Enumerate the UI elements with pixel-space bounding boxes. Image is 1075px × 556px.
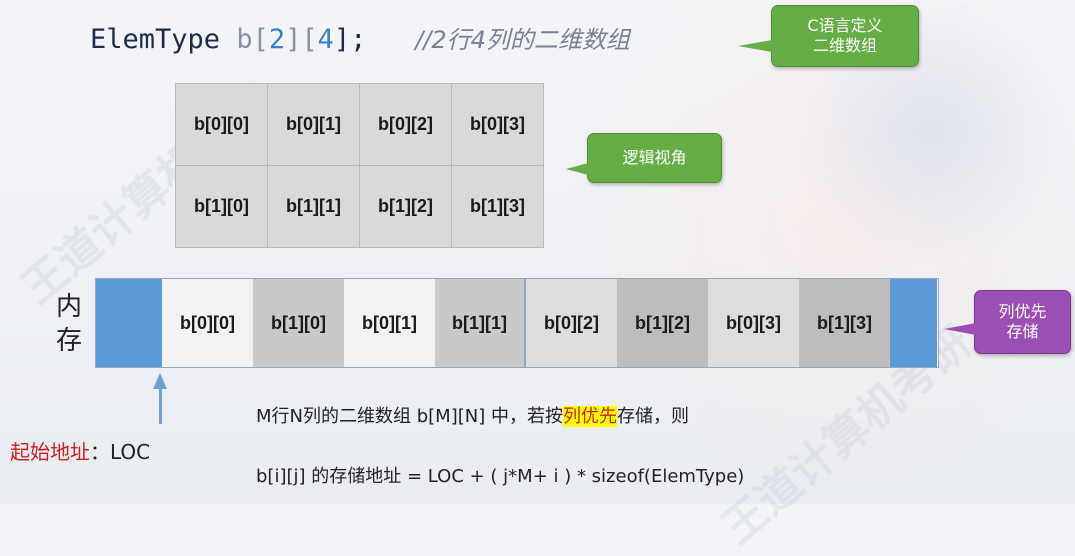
memory-cell: b[0][2] — [526, 279, 617, 367]
grid-cell: b[1][3] — [451, 165, 544, 248]
grid-cell: b[0][2] — [359, 83, 452, 166]
memory-cell: b[0][0] — [162, 279, 253, 367]
memory-label: 内 存 — [56, 292, 83, 356]
memory-cell: b[0][1] — [344, 279, 435, 367]
memory-cell: b[1][0] — [253, 279, 344, 367]
callout-pointer — [738, 40, 772, 52]
memory-cell: b[0][3] — [708, 279, 799, 367]
code-dim-cols: 4 — [317, 24, 334, 55]
code-bracket: ]; — [333, 24, 367, 55]
grid-cell: b[1][0] — [175, 165, 268, 248]
grid-cell: b[1][1] — [267, 165, 360, 248]
start-address-value: ：LOC — [90, 440, 151, 464]
code-bracket: [ — [252, 24, 269, 55]
logical-view-table: b[0][0] b[0][1] b[0][2] b[0][3] b[1][0] … — [175, 83, 544, 248]
memory-cell: b[1][3] — [799, 279, 890, 367]
grid-cell: b[0][1] — [267, 83, 360, 166]
callout-pointer — [566, 163, 588, 175]
description-suffix: 存储，则 — [616, 406, 689, 427]
address-formula: b[i][j] 的存储地址 = LOC + ( j*M+ i ) * sizeo… — [256, 466, 745, 487]
grid-cell: b[0][0] — [175, 83, 268, 166]
callout-pointer — [944, 323, 976, 335]
grid-cell: b[1][2] — [359, 165, 452, 248]
memory-start-block — [96, 279, 162, 367]
start-address-label: 起始地址：LOC — [10, 436, 150, 465]
code-declaration: ElemType b[2][4]; //2行4列的二维数组 — [90, 20, 630, 55]
table-row: b[1][0] b[1][1] b[1][2] b[1][3] — [175, 165, 544, 248]
table-row: b[0][0] b[0][1] b[0][2] b[0][3] — [175, 83, 544, 166]
memory-strip: b[0][0] b[1][0] b[0][1] b[1][1] b[0][2] … — [95, 278, 939, 368]
code-bracket: ][ — [285, 24, 318, 55]
start-address-title: 起始地址 — [10, 440, 90, 464]
callout-c-definition: C语言定义 二维数组 — [771, 5, 919, 67]
callout-column-major: 列优先 存储 — [974, 290, 1071, 354]
description-prefix: M行N列的二维数组 b[M][N] 中，若按 — [256, 406, 563, 427]
code-dim-rows: 2 — [268, 24, 286, 55]
grid-cell: b[0][3] — [451, 83, 544, 166]
memory-cell: b[1][2] — [617, 279, 708, 367]
code-comment: //2行4列的二维数组 — [415, 26, 630, 54]
start-address-arrow — [153, 373, 167, 389]
code-var: b — [236, 24, 253, 55]
description-highlight: 列优先 — [562, 406, 617, 427]
code-type: ElemType — [90, 24, 221, 55]
memory-cell: b[1][1] — [435, 279, 526, 367]
memory-end-block — [890, 279, 937, 367]
start-address-arrow-line — [159, 388, 162, 424]
description-text: M行N列的二维数组 b[M][N] 中，若按列优先存储，则 — [256, 402, 689, 428]
callout-logical-view: 逻辑视角 — [587, 133, 722, 183]
